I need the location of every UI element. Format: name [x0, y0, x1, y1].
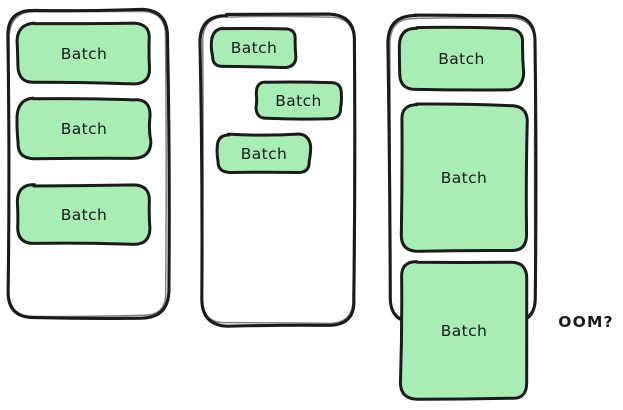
batch-fill [399, 27, 524, 91]
batch-outline [254, 80, 343, 121]
batch-fill [17, 184, 150, 245]
container-staggered-batches-outline-sketch [201, 15, 355, 325]
batch-box[interactable] [399, 102, 529, 253]
batch-box[interactable] [15, 21, 151, 86]
batch-label: Batch [440, 169, 488, 187]
batch-fill [17, 23, 150, 84]
batch-label: Batch [60, 119, 108, 138]
batch-box[interactable] [15, 96, 153, 161]
batch-box[interactable] [397, 25, 526, 92]
batch-outline [398, 260, 529, 401]
batch-box[interactable] [209, 26, 298, 70]
batch-outline [15, 183, 152, 246]
batch-label: Batch [440, 321, 488, 340]
batch-label: Batch [230, 39, 278, 57]
batch-outline [397, 25, 526, 92]
batch-box[interactable] [215, 132, 313, 174]
batch-box[interactable] [398, 260, 529, 401]
batch-label: Batch [275, 91, 322, 110]
batch-outline [399, 102, 529, 253]
batch-outline [15, 21, 151, 86]
batch-label: Batch [438, 50, 485, 68]
batch-outline [15, 96, 153, 161]
batch-box[interactable] [15, 183, 152, 246]
batch-label: Batch [60, 205, 108, 224]
batch-fill [211, 28, 296, 68]
batch-fill [217, 134, 311, 173]
container-uniform-batches-outline-sketch [8, 10, 167, 318]
container-uniform-batches [6, 7, 171, 320]
batch-outline [209, 26, 298, 70]
container-staggered-batches [198, 12, 357, 328]
batch-fill [400, 261, 527, 400]
container-staggered-batches-outline [198, 12, 357, 328]
batch-box[interactable] [254, 80, 343, 121]
batch-outline [215, 132, 313, 174]
batch-label: Batch [240, 144, 288, 163]
oom-annotation: OOM? [558, 313, 614, 331]
batch-fill [401, 103, 528, 252]
batch-fill [256, 82, 342, 120]
batch-fill [16, 98, 151, 159]
batch-label: Batch [60, 44, 108, 63]
